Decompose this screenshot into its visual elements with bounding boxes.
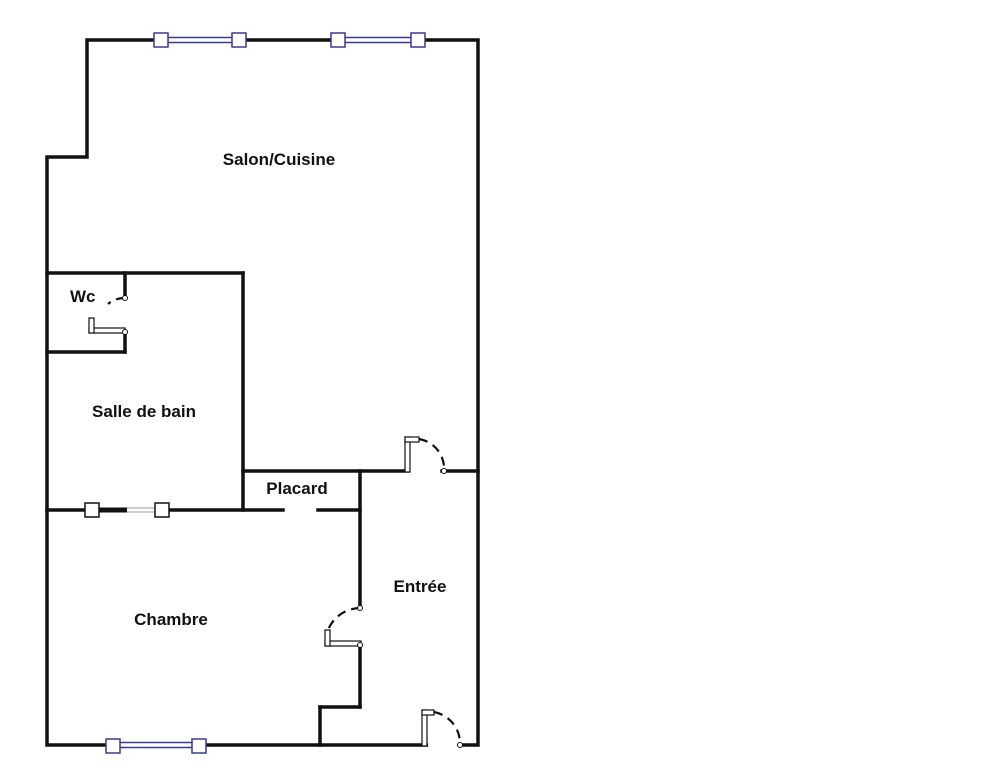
sliding-door-bathroom <box>84 502 170 518</box>
label-entree: Entrée <box>394 577 447 596</box>
window-bottom <box>105 738 207 754</box>
label-chambre: Chambre <box>134 610 208 629</box>
room-labels: Salon/Cuisine Wc Salle de bain Placard C… <box>70 150 446 629</box>
window-sash <box>105 738 121 754</box>
interior-walls <box>45 271 480 747</box>
window-top-left <box>153 32 247 48</box>
window-sash <box>231 32 247 48</box>
window-top-right <box>330 32 426 48</box>
door-salon <box>404 436 447 474</box>
label-salon-cuisine: Salon/Cuisine <box>223 150 335 169</box>
windows <box>84 32 426 754</box>
window-sash <box>330 32 346 48</box>
door-entree <box>421 709 463 748</box>
doors <box>88 295 463 748</box>
exterior-wall-outline <box>45 38 480 747</box>
door-chambre <box>324 605 363 648</box>
label-placard: Placard <box>266 479 327 498</box>
label-salle-de-bain: Salle de bain <box>92 402 196 421</box>
window-sash <box>84 502 100 518</box>
window-sash <box>153 32 169 48</box>
window-sash <box>154 502 170 518</box>
label-wc: Wc <box>70 287 96 306</box>
door-wc <box>88 295 128 335</box>
exterior-walls <box>45 38 480 747</box>
window-sash <box>410 32 426 48</box>
window-sash <box>191 738 207 754</box>
